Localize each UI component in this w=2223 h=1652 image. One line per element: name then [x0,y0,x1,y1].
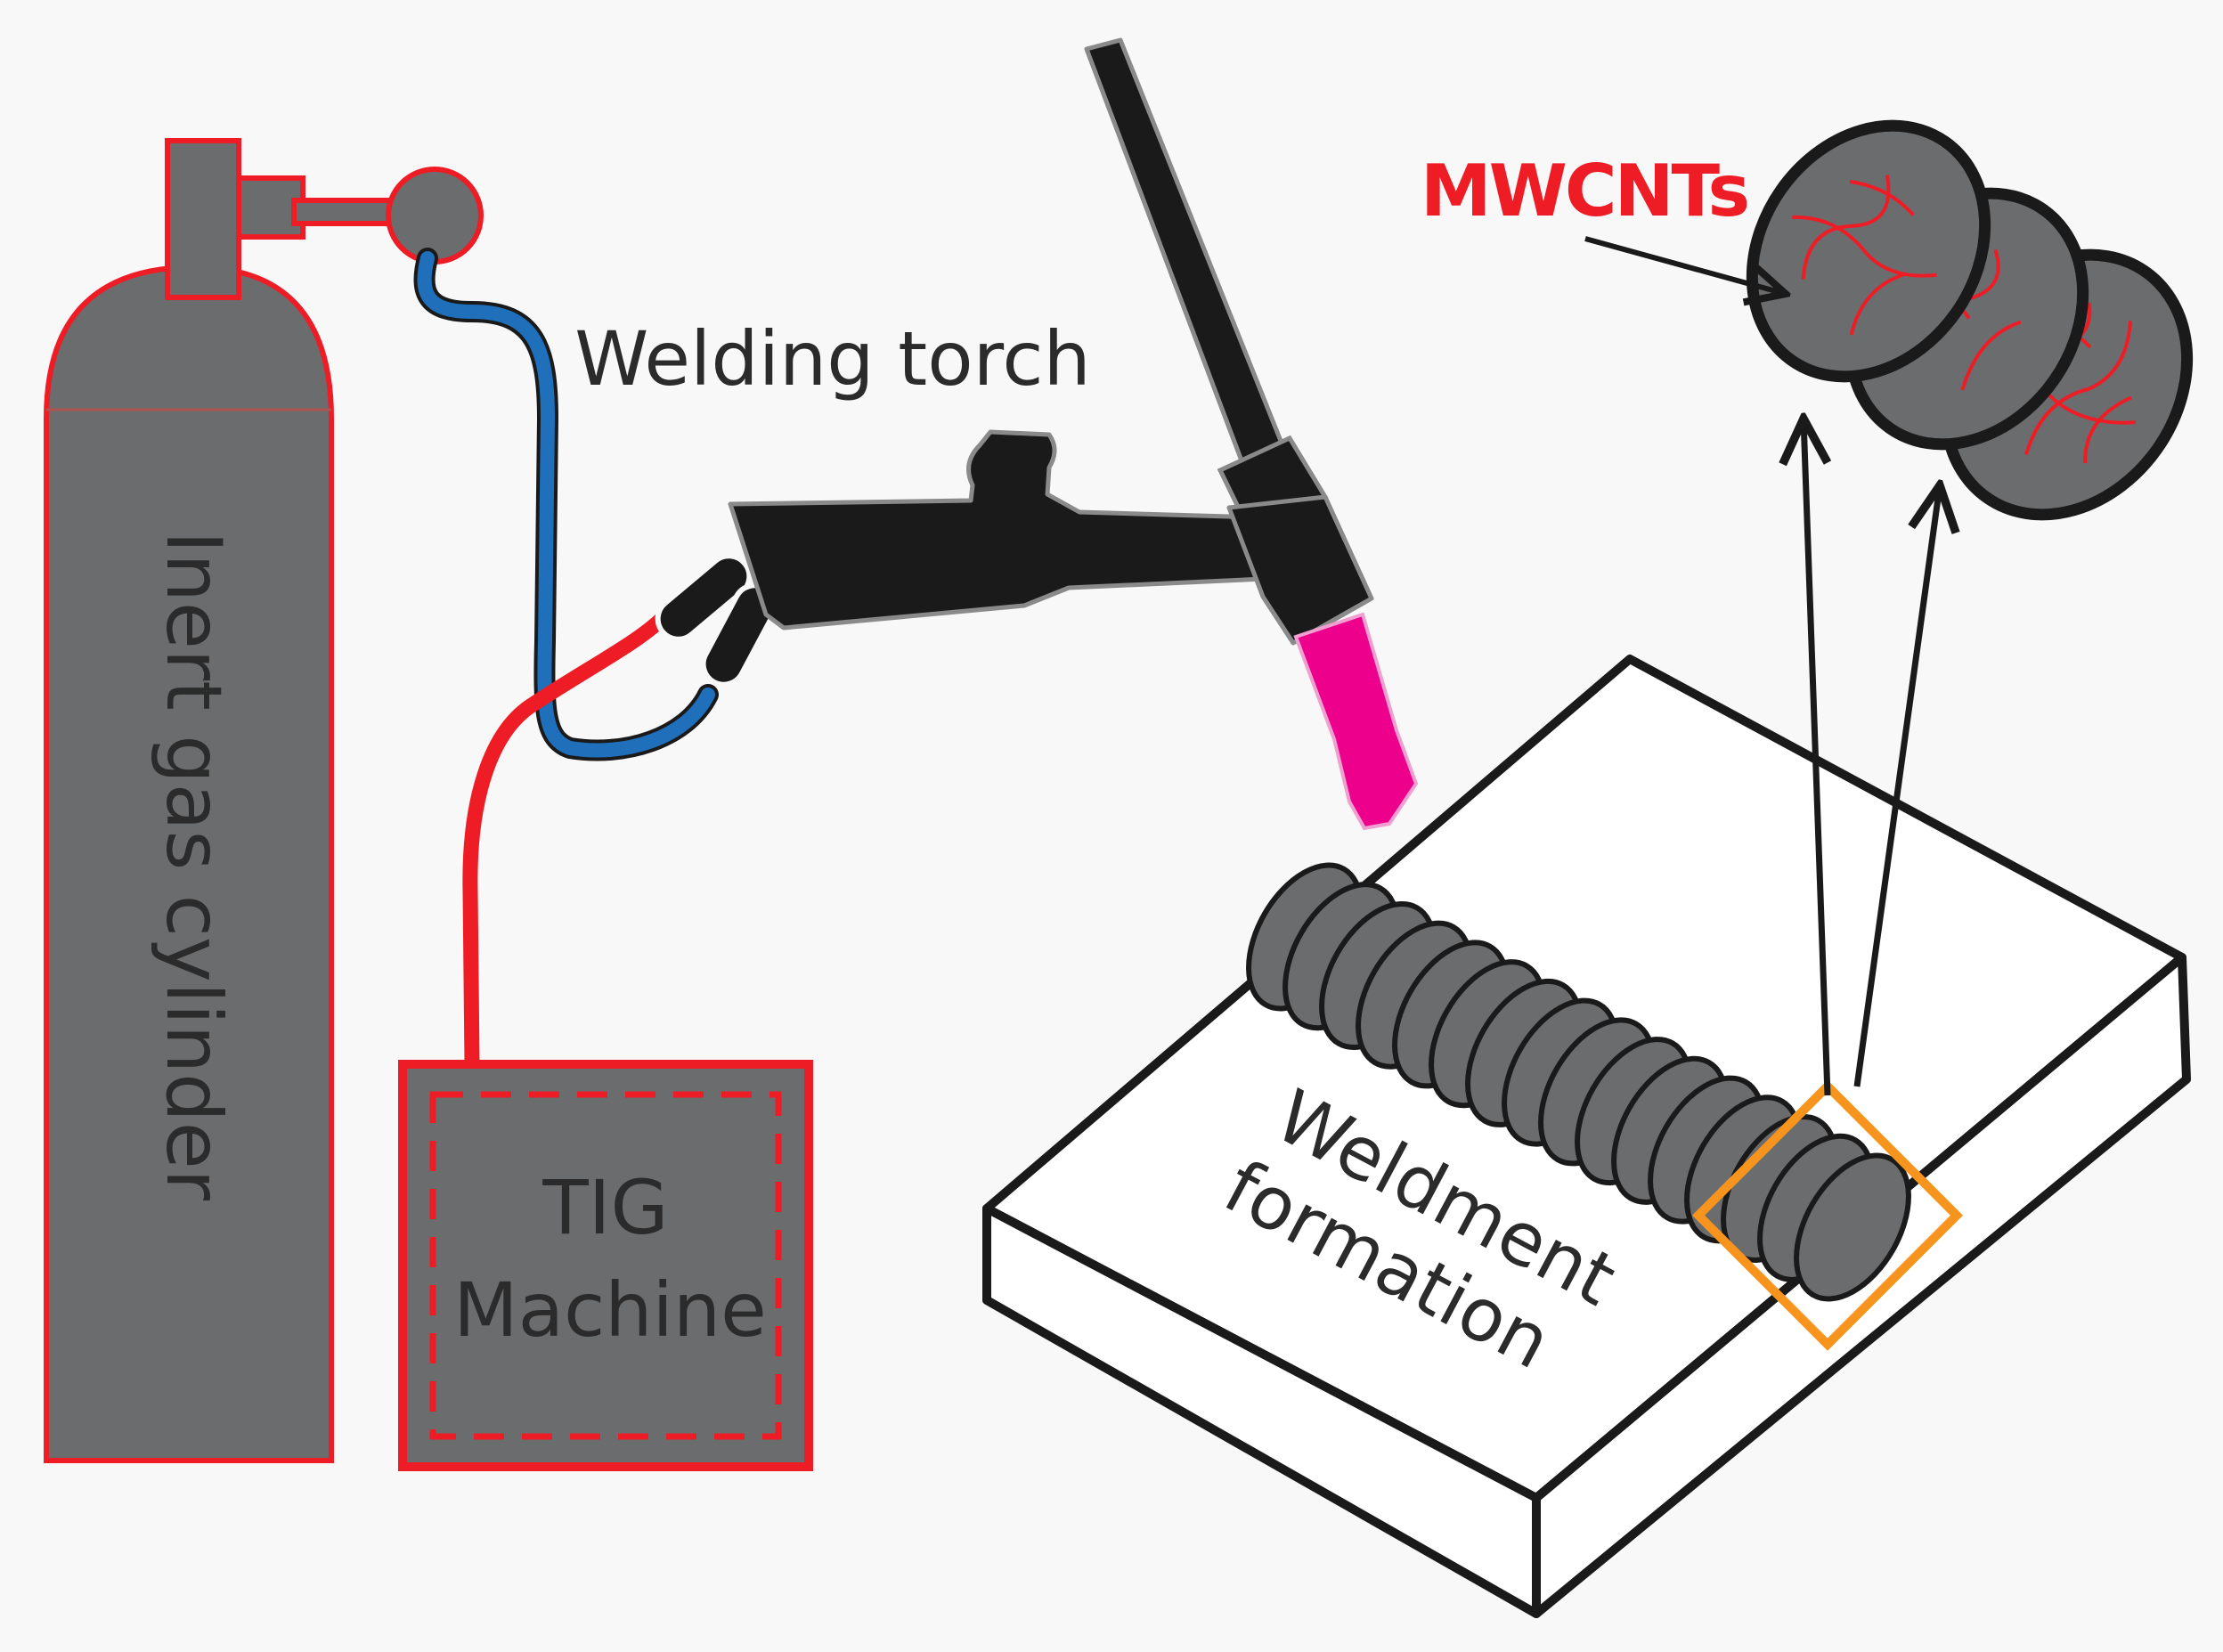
welding-torch [655,37,1419,831]
torch-head [1226,494,1374,646]
cylinder-label: Inert gas cylinder [149,531,238,1201]
highlight-box [1691,1079,1964,1351]
mwcnts-pointer-arrow [1584,236,1786,294]
power-cable [462,606,674,1072]
tig-machine-label-line1: TIG [542,1164,668,1251]
tig-machine-label-line2: Machine [453,1266,767,1354]
cylinder-valve [165,138,241,300]
mwcnts-label: MWCNTs [1421,150,1747,232]
torch-handle [728,429,1272,631]
cross-section-disc-1 [1746,119,1991,383]
pressure-regulator [386,167,484,264]
magnification-arrows [1804,419,1940,1096]
valve-stem [236,175,305,240]
tungsten-electrode [1293,612,1419,831]
tig-machine [398,1060,813,1471]
welding-torch-label: Welding torch [574,315,1091,403]
magnified-weld-section [1746,119,2194,521]
gas-cylinder [44,138,484,1463]
torch-connectors [655,553,778,688]
weld-bead [1246,862,1911,1302]
weld-ripple [1794,1152,1911,1302]
torch-back-cap [1084,37,1285,466]
regulator-pipe [291,198,403,226]
